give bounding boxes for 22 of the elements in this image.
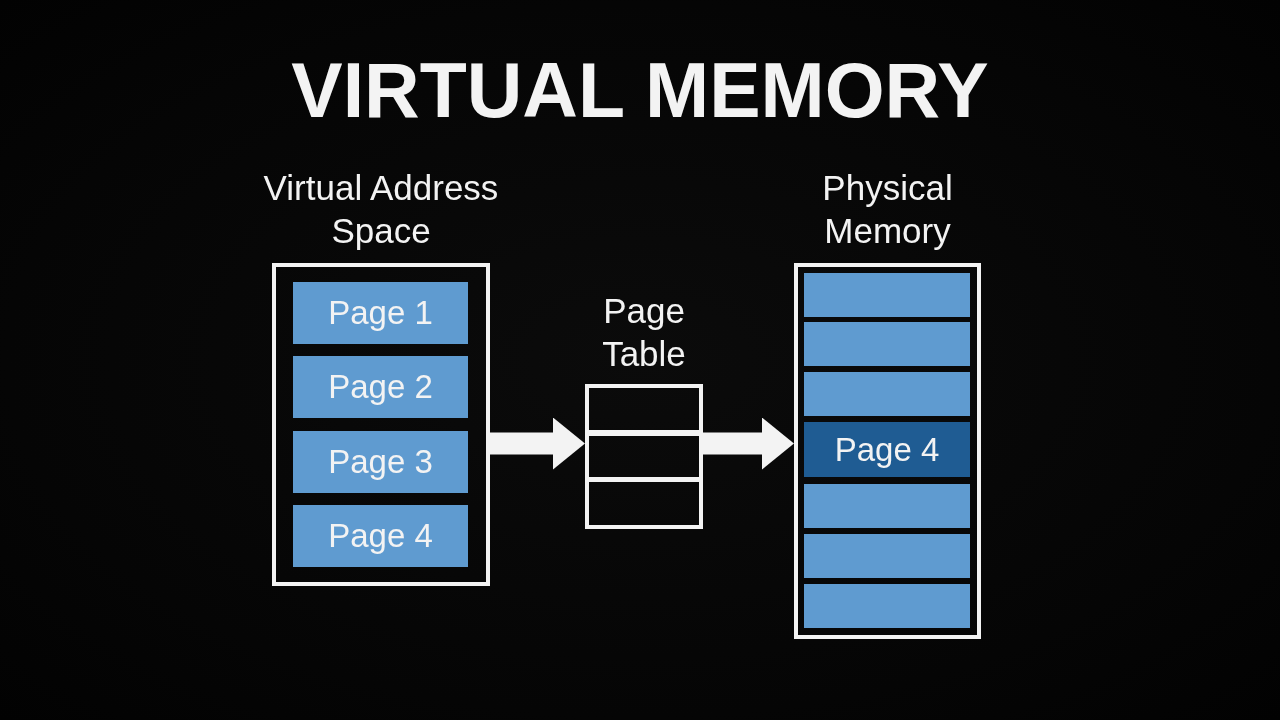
page-block <box>293 505 468 567</box>
column-heading: Page Table <box>601 290 687 375</box>
memory-slot <box>804 273 970 317</box>
memory-slot <box>804 322 970 366</box>
memory-slot <box>804 584 970 628</box>
page-block <box>293 356 468 418</box>
column-heading: Physical Memory <box>821 167 954 252</box>
page-block <box>293 282 468 344</box>
page-label: Page 1 <box>328 294 433 332</box>
page-label: Page 3 <box>328 443 433 481</box>
diagram-title: VIRTUAL MEMORY <box>291 46 989 135</box>
page-block <box>293 431 468 493</box>
memory-slot <box>804 484 970 528</box>
memory-slot <box>804 372 970 416</box>
page-block <box>804 422 970 477</box>
column-heading: Virtual Address Space <box>262 167 500 252</box>
arrow <box>703 417 794 470</box>
page-label: Page 4 <box>328 517 433 555</box>
page-label: Page 4 <box>834 430 940 469</box>
memory-slot <box>804 534 970 578</box>
arrow <box>490 417 585 470</box>
page-label: Page 2 <box>328 368 433 406</box>
